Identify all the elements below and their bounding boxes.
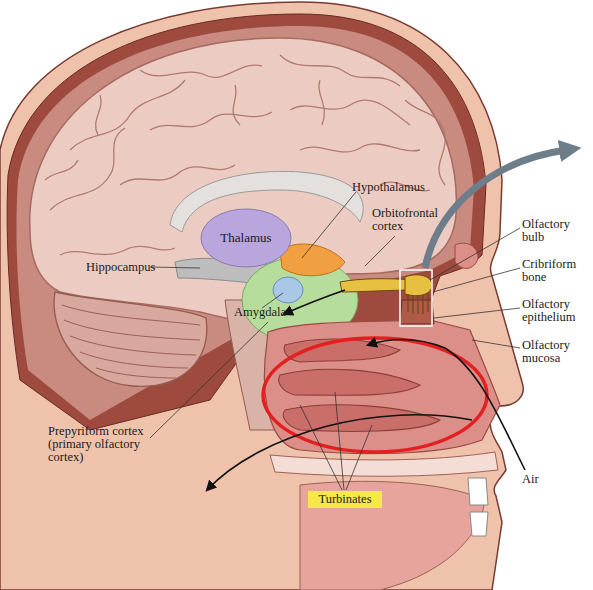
gyrus [233,85,240,125]
leader-line [472,340,520,348]
nerve-fiber [412,295,413,314]
leader-lines [150,192,520,490]
gyrus [150,112,272,130]
node-text: Thalamus [220,230,271,246]
nerve-fiber [422,295,423,314]
olfactory-nerves [408,293,428,314]
folium [70,336,196,355]
leader-line [430,228,520,280]
palate [270,452,498,476]
gyrus [70,80,185,150]
structure-label: Amygdala [234,306,304,319]
cribriform-frame [400,270,432,326]
signal-arrow [284,290,345,314]
structure-label: Olfactory bulb [522,218,584,244]
folium [64,320,200,340]
gyrus [290,100,410,125]
leader-line [434,308,520,318]
structure-label: Olfactory epithelium [522,298,590,324]
leader-line [300,405,342,490]
highlight-box: Turbinates [308,491,382,508]
node-shape [308,491,382,508]
frontal-sinus [455,243,478,268]
airflow-arrow [207,415,472,490]
leader-line [365,236,395,266]
structure-label: Hippocampus [86,261,166,274]
folium [96,368,176,378]
olfactory-bulb [405,275,432,296]
skin [0,2,523,590]
leader-line [302,192,356,258]
leader-line [335,392,344,490]
nerve-fiber [417,295,418,314]
cerebrum [30,38,457,322]
teeth [468,478,488,536]
turbinate [279,369,420,395]
gyrus [60,246,175,255]
folium [80,352,188,368]
leader-line [150,267,200,268]
gyrus [319,80,324,125]
structure-label: Orbitofrontal cortex [372,207,447,233]
structure-label: Cribriform bone [522,258,584,284]
airflow-arrow [368,339,525,470]
tongue [300,481,485,590]
node-shape [201,209,291,267]
gyrus [280,55,400,86]
structure-label: Air [522,473,562,486]
cerebellum-folia [62,305,200,378]
cerebellum [54,292,207,386]
nerve-fiber [407,294,408,312]
hypothalamus [280,244,345,276]
structure-label: Hypothalamus [352,181,442,194]
structure-label: Olfactory mucosa [522,339,584,365]
nerve-fiber [427,293,428,312]
gyrus [96,95,101,135]
gyrus [50,128,125,210]
olfactory-tract [340,279,412,292]
folium [62,305,200,325]
leader-line [433,268,520,292]
projection-arrow [425,150,566,268]
leader-line [346,425,372,490]
gyrus [45,160,78,180]
gyrus [405,100,445,185]
region-ellipse: Thalamus [200,208,292,268]
amygdala [273,277,303,303]
node-text: Turbinates [318,492,371,507]
leader-line [150,322,268,438]
gyrus [140,65,262,77]
gyrus [300,144,420,152]
olfactory-epithelium [400,300,434,324]
structure-label: Prepyriform cortex (primary olfactory co… [48,425,150,464]
